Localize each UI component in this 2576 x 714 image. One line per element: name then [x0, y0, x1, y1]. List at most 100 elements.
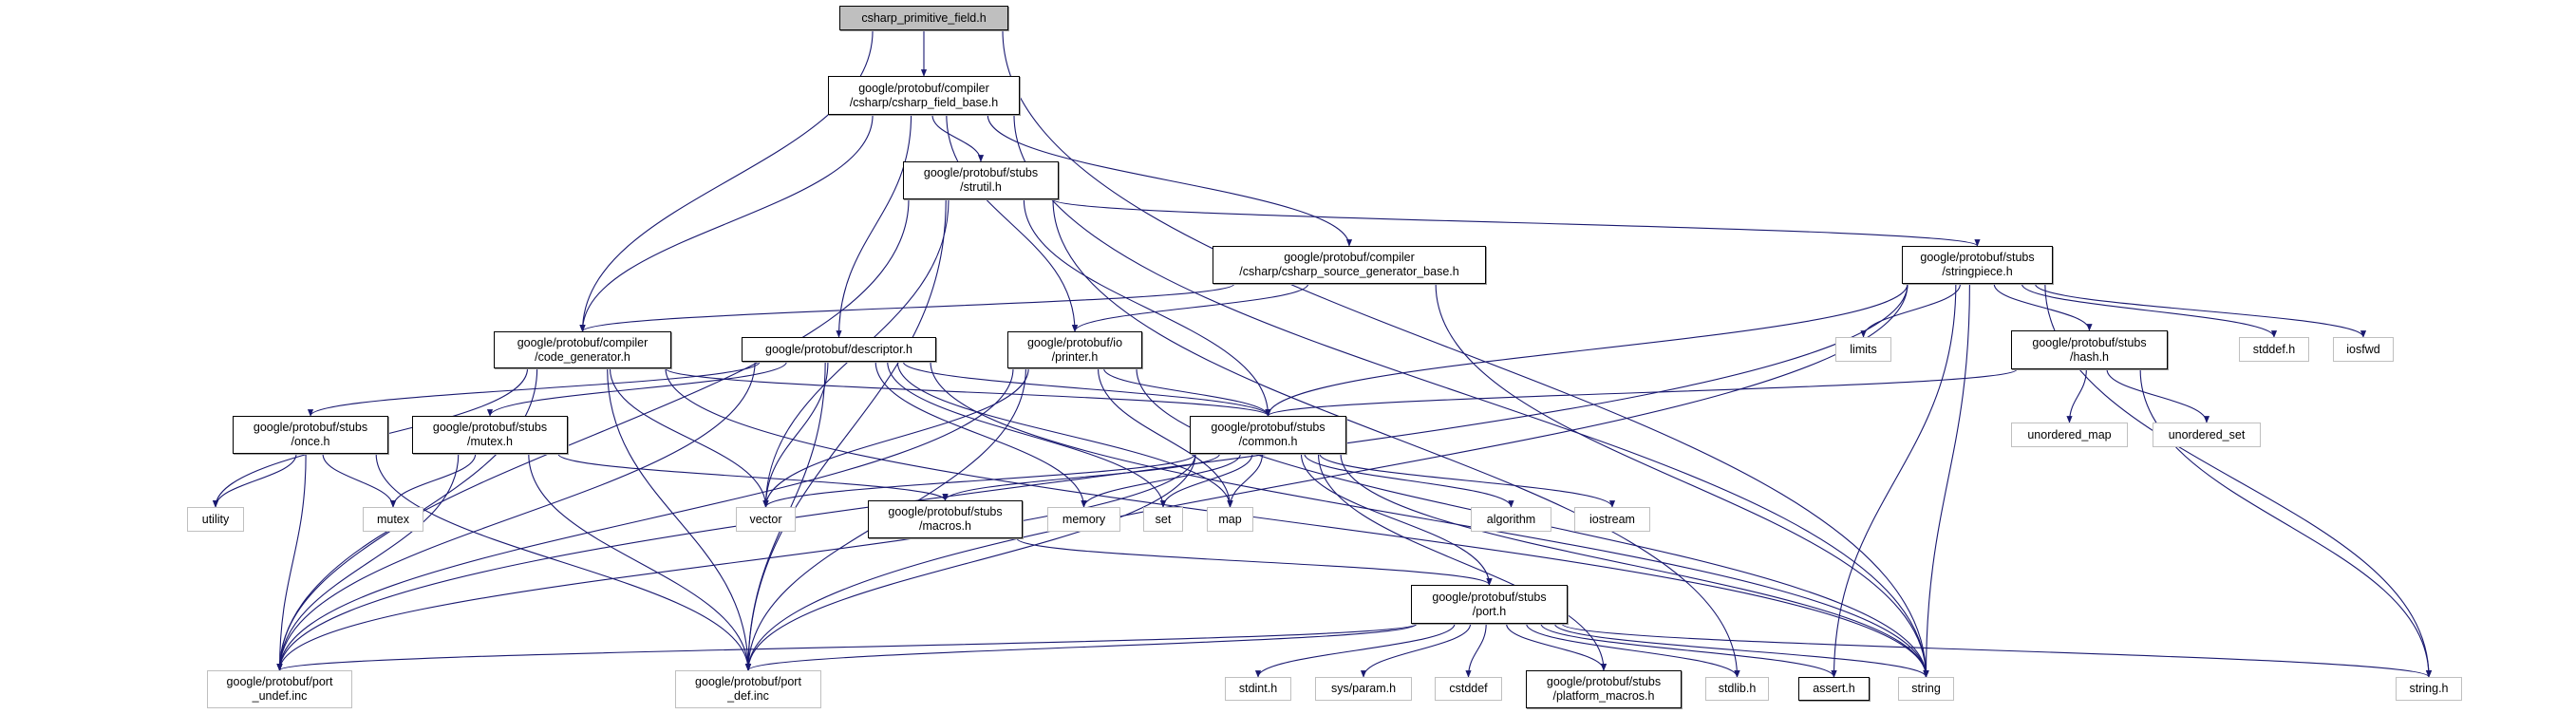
node-label: google/protobuf/stubs /hash.h: [2032, 335, 2147, 364]
edge-descriptor-to-once: [308, 361, 761, 417]
edge-descriptor-to-port_undef: [276, 361, 756, 671]
edge-strutil-to-stringpiece: [1052, 198, 1981, 247]
edge-stringpiece-to-assert: [1831, 283, 1957, 678]
node-string: string: [1898, 677, 1954, 701]
edge-stringpiece-to-iosfwd: [2034, 283, 2366, 338]
node-label: stddef.h: [2252, 342, 2296, 356]
node-label: map: [1218, 512, 1242, 526]
edge-field_base-to-strutil: [931, 114, 985, 162]
edge-code_generator-to-port_def: [607, 367, 752, 671]
edge-mutex_h-to-mutex: [389, 453, 477, 508]
node-label: google/protobuf/stubs /platform_macros.h: [1546, 675, 1662, 703]
node-utility: utility: [187, 507, 244, 532]
node-port[interactable]: google/protobuf/stubs /port.h: [1411, 585, 1568, 624]
node-once[interactable]: google/protobuf/stubs /once.h: [233, 416, 388, 454]
edge-printer-to-common: [1102, 367, 1271, 417]
node-label: google/protobuf/stubs /port.h: [1432, 590, 1547, 618]
edge-macros-to-port: [1016, 537, 1493, 586]
node-label: iosfwd: [2346, 342, 2380, 356]
node-label: google/protobuf/stubs /stringpiece.h: [1920, 251, 2035, 278]
node-map: map: [1207, 507, 1253, 532]
node-field-base[interactable]: google/protobuf/compiler /csharp/csharp_…: [828, 76, 1020, 115]
edge-descriptor-to-memory: [874, 361, 1087, 508]
edge-field_base-to-code_generator: [579, 114, 874, 332]
edge-port-to-stdint: [1254, 623, 1456, 678]
edge-port-to-port_def: [745, 623, 1418, 671]
node-algorithm: algorithm: [1471, 507, 1551, 532]
node-label: unordered_set: [2168, 427, 2246, 442]
edge-srcgen-to-string: [1435, 283, 1929, 678]
node-srcgen[interactable]: google/protobuf/compiler /csharp/csharp_…: [1213, 246, 1486, 284]
edge-descriptor-to-string: [930, 361, 1929, 678]
edge-stringpiece-to-limits: [1860, 283, 1962, 338]
node-assert[interactable]: assert.h: [1798, 677, 1870, 701]
edge-common-to-port_def: [744, 453, 1196, 671]
edge-port-to-stdlib: [1526, 623, 1740, 678]
node-common[interactable]: google/protobuf/stubs /common.h: [1190, 416, 1346, 454]
node-hash[interactable]: google/protobuf/stubs /hash.h: [2011, 330, 2168, 369]
edge-code_generator-to-vector: [609, 367, 769, 508]
node-unordered-set: unordered_set: [2153, 423, 2261, 447]
node-label: google/protobuf/stubs /macros.h: [888, 505, 1003, 533]
node-strutil[interactable]: google/protobuf/stubs /strutil.h: [903, 161, 1059, 199]
edge-mutex_h-to-port_def: [528, 453, 752, 671]
node-macros[interactable]: google/protobuf/stubs /macros.h: [868, 500, 1023, 538]
edge-strutil-to-stdlib: [1052, 198, 1740, 678]
node-printer[interactable]: google/protobuf/io /printer.h: [1007, 331, 1142, 368]
node-set: set: [1143, 507, 1183, 532]
node-limits: limits: [1835, 337, 1891, 362]
edge-strutil-to-common: [1023, 198, 1271, 417]
edge-mutex_h-to-port_undef: [276, 453, 460, 671]
edge-stringpiece-to-port_undef: [276, 283, 1908, 671]
node-label: google/protobuf/port _def.inc: [695, 675, 801, 703]
edge-once-to-mutex: [322, 453, 397, 508]
node-label: string.h: [2409, 682, 2449, 695]
node-label: iostream: [1589, 512, 1635, 526]
edge-port-to-assert: [1540, 623, 1837, 678]
node-unordered-map: unordered_map: [2011, 423, 2128, 447]
node-descriptor[interactable]: google/protobuf/descriptor.h: [742, 337, 936, 362]
edge-once-to-utility: [212, 453, 297, 508]
node-port-def: google/protobuf/port _def.inc: [675, 670, 821, 708]
edge-common-to-memory: [1081, 453, 1241, 508]
node-label: set: [1155, 512, 1172, 526]
node-cstddef: cstddef: [1435, 677, 1502, 701]
edge-mutex_h-to-macros: [557, 453, 949, 501]
edge-common-to-string: [1340, 453, 1929, 678]
edge-field_base-to-descriptor: [836, 114, 912, 338]
node-port-undef: google/protobuf/port _undef.inc: [207, 670, 352, 708]
node-mutex-h[interactable]: google/protobuf/stubs /mutex.h: [412, 416, 568, 454]
edge-common-to-port_undef: [276, 453, 1196, 671]
node-stringpiece[interactable]: google/protobuf/stubs /stringpiece.h: [1902, 246, 2053, 284]
node-sysparam: sys/param.h: [1315, 677, 1412, 701]
edge-hash-to-common: [1265, 368, 2018, 417]
edge-printer-to-map: [1097, 367, 1233, 508]
node-label: memory: [1062, 512, 1106, 526]
edge-descriptor-to-common: [902, 361, 1271, 417]
node-label: google/protobuf/compiler /code_generator…: [517, 335, 649, 364]
node-label: stdlib.h: [1718, 682, 1757, 695]
node-label: cstddef: [1449, 682, 1488, 695]
node-memory: memory: [1047, 507, 1120, 532]
edge-stringpiece-to-common: [1265, 283, 1908, 417]
edge-code_generator-to-string: [665, 367, 1929, 678]
node-label: csharp_primitive_field.h: [861, 10, 987, 25]
node-root[interactable]: csharp_primitive_field.h: [839, 6, 1008, 30]
edge-field_base-to-string: [1013, 114, 1929, 678]
edge-port-to-sysparam: [1360, 623, 1472, 678]
edge-srcgen-to-code_generator: [579, 283, 1235, 332]
edge-common-to-iostream: [1319, 453, 1615, 508]
node-iostream: iostream: [1574, 507, 1650, 532]
node-stdlib: stdlib.h: [1705, 677, 1769, 701]
edge-common-to-vector: [762, 453, 1196, 508]
node-label: google/protobuf/stubs /once.h: [253, 421, 368, 448]
node-label: algorithm: [1486, 512, 1536, 526]
node-label: google/protobuf/stubs /strutil.h: [923, 166, 1039, 194]
node-code-generator[interactable]: google/protobuf/compiler /code_generator…: [494, 331, 671, 368]
node-label: google/protobuf/stubs /common.h: [1211, 421, 1326, 448]
edge-common-to-macros: [942, 453, 1221, 501]
edge-port-to-string_h: [1561, 623, 2432, 678]
edge-stringpiece-to-string: [1923, 283, 1970, 678]
node-platform-macros[interactable]: google/protobuf/stubs /platform_macros.h: [1526, 670, 1682, 708]
